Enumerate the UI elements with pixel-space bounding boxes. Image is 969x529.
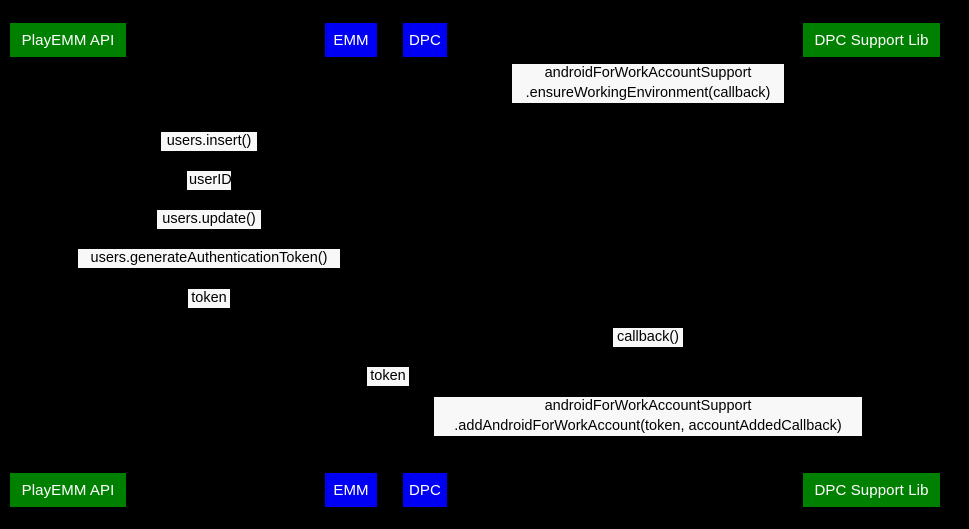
arrow-userid [68,191,351,192]
message-label-token-to-dpc: token [367,367,409,386]
participant-playemm-api-top[interactable]: PlayEMM API [10,23,126,57]
message-label-userid: userID [187,171,232,190]
message-label-users-generate-authentication-token: users.generateAuthenticationToken() [78,249,340,268]
participant-label: EMM [333,481,369,499]
participant-label: DPC Support Lib [814,31,929,49]
message-label-ensure-working-environment: androidForWorkAccountSupport .ensureWork… [512,64,784,103]
participant-label: EMM [333,31,369,49]
message-label-users-insert: users.insert() [161,132,257,151]
participant-label: PlayEMM API [21,481,115,499]
arrow-users-update [68,230,351,231]
participant-label: DPC Support Lib [814,481,929,499]
arrow-token-to-emm [68,309,351,310]
arrow-token-to-dpc [351,387,425,388]
message-label-token-to-emm: token [188,289,230,308]
arrow-callback [425,348,871,349]
participant-emm-bottom[interactable]: EMM [325,473,377,507]
message-label-users-update: users.update() [157,210,261,229]
arrow-ensure-working-environment [425,103,871,104]
arrow-add-android-for-work-account [425,436,871,437]
participant-dpc-bottom[interactable]: DPC [403,473,447,507]
participant-emm-top[interactable]: EMM [325,23,377,57]
lifeline-playemm-api [68,57,69,473]
participant-playemm-api-bottom[interactable]: PlayEMM API [10,473,126,507]
message-label-add-android-for-work-account: androidForWorkAccountSupport .addAndroid… [434,397,862,436]
arrow-users-insert [68,152,351,153]
participant-label: DPC [409,481,441,499]
lifeline-emm [351,57,352,473]
participant-label: DPC [409,31,441,49]
participant-label: PlayEMM API [21,31,115,49]
participant-dpc-support-lib-top[interactable]: DPC Support Lib [803,23,940,57]
lifeline-dpc-support-lib [871,57,872,473]
participant-dpc-support-lib-bottom[interactable]: DPC Support Lib [803,473,940,507]
arrow-users-generate-authentication-token [68,269,351,270]
lifeline-dpc [425,57,426,473]
message-label-callback: callback() [613,328,683,347]
participant-dpc-top[interactable]: DPC [403,23,447,57]
